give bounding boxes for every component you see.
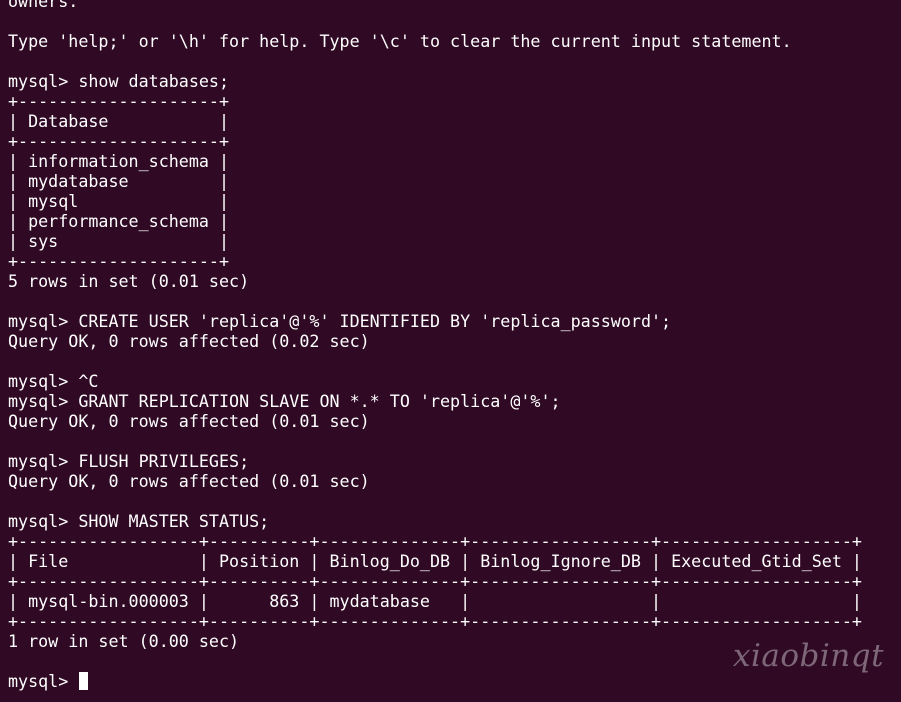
terminal-line: mysql> show databases; bbox=[8, 71, 230, 91]
terminal-line: 5 rows in set (0.01 sec) bbox=[8, 271, 250, 291]
terminal-line: | sys | bbox=[8, 231, 230, 251]
terminal-line: Query OK, 0 rows affected (0.01 sec) bbox=[8, 471, 370, 491]
terminal-line: +--------------------+ bbox=[8, 91, 230, 111]
terminal-line: +------------------+----------+---------… bbox=[8, 611, 862, 631]
terminal-line: mysql> ^C bbox=[8, 371, 99, 391]
terminal-line bbox=[8, 51, 862, 71]
terminal-line: | mysql-bin.000003 | 863 | mydatabase | … bbox=[8, 591, 862, 611]
terminal-line: | Database | bbox=[8, 111, 230, 131]
terminal-line: | mysql | bbox=[8, 191, 230, 211]
terminal-line bbox=[8, 291, 862, 311]
terminal-line: +------------------+----------+---------… bbox=[8, 571, 862, 591]
terminal-line: | information_schema | bbox=[8, 151, 230, 171]
terminal-line: | mydatabase | bbox=[8, 171, 230, 191]
terminal-line bbox=[8, 431, 862, 451]
terminal-line bbox=[8, 11, 862, 31]
terminal-line: Query OK, 0 rows affected (0.02 sec) bbox=[8, 331, 370, 351]
terminal-line bbox=[8, 491, 862, 511]
cursor-block bbox=[79, 672, 89, 690]
watermark: xiaobinqt bbox=[733, 638, 885, 674]
terminal-line: Type 'help;' or '\h' for help. Type '\c'… bbox=[8, 31, 792, 51]
prompt-line[interactable]: mysql> bbox=[8, 671, 862, 691]
terminal-line: owners. bbox=[8, 0, 79, 11]
terminal-line: | performance_schema | bbox=[8, 211, 230, 231]
terminal-line: | File | Position | Binlog_Do_DB | Binlo… bbox=[8, 551, 862, 571]
prompt-text: mysql> bbox=[8, 671, 79, 691]
terminal-line: Query OK, 0 rows affected (0.01 sec) bbox=[8, 411, 370, 431]
terminal-output: owners. Type 'help;' or '\h' for help. Ty… bbox=[8, 0, 862, 691]
terminal-line: mysql> SHOW MASTER STATUS; bbox=[8, 511, 270, 531]
terminal-line bbox=[8, 351, 862, 371]
terminal-line: +--------------------+ bbox=[8, 131, 230, 151]
terminal-line: mysql> FLUSH PRIVILEGES; bbox=[8, 451, 250, 471]
terminal-line: 1 row in set (0.00 sec) bbox=[8, 631, 240, 651]
terminal-line: mysql> GRANT REPLICATION SLAVE ON *.* TO… bbox=[8, 391, 561, 411]
terminal-line: mysql> CREATE USER 'replica'@'%' IDENTIF… bbox=[8, 311, 672, 331]
terminal-line: +------------------+----------+---------… bbox=[8, 531, 862, 551]
terminal-line: +--------------------+ bbox=[8, 251, 230, 271]
